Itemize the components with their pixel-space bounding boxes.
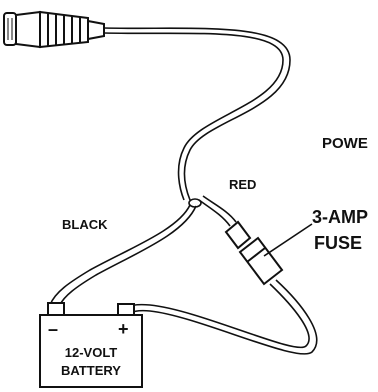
- fuse-label-line1: 3-AMP: [312, 207, 368, 227]
- battery-label-line2: BATTERY: [61, 363, 121, 378]
- red-wire: [198, 195, 237, 227]
- battery-label-line1: 12-VOLT: [65, 345, 118, 360]
- black-wire-label: BLACK: [62, 217, 108, 232]
- positive-terminal-label: +: [118, 319, 129, 339]
- red-wire-label: RED: [229, 177, 256, 192]
- fused-positive-wire: [125, 279, 318, 355]
- inline-fuse-holder-icon: [224, 220, 284, 286]
- negative-terminal-label: –: [48, 319, 58, 339]
- battery-body: [39, 314, 143, 388]
- negative-terminal-post: [47, 302, 65, 316]
- fuse-label-line2: FUSE: [314, 233, 362, 253]
- black-wire: [49, 204, 197, 306]
- power-cable: [103, 27, 291, 201]
- power-label: POWE: [322, 135, 368, 152]
- power-plug-icon: [3, 10, 105, 49]
- fuse-leader-line: [263, 223, 313, 257]
- positive-terminal-post: [117, 303, 135, 316]
- battery-icon: [39, 302, 143, 388]
